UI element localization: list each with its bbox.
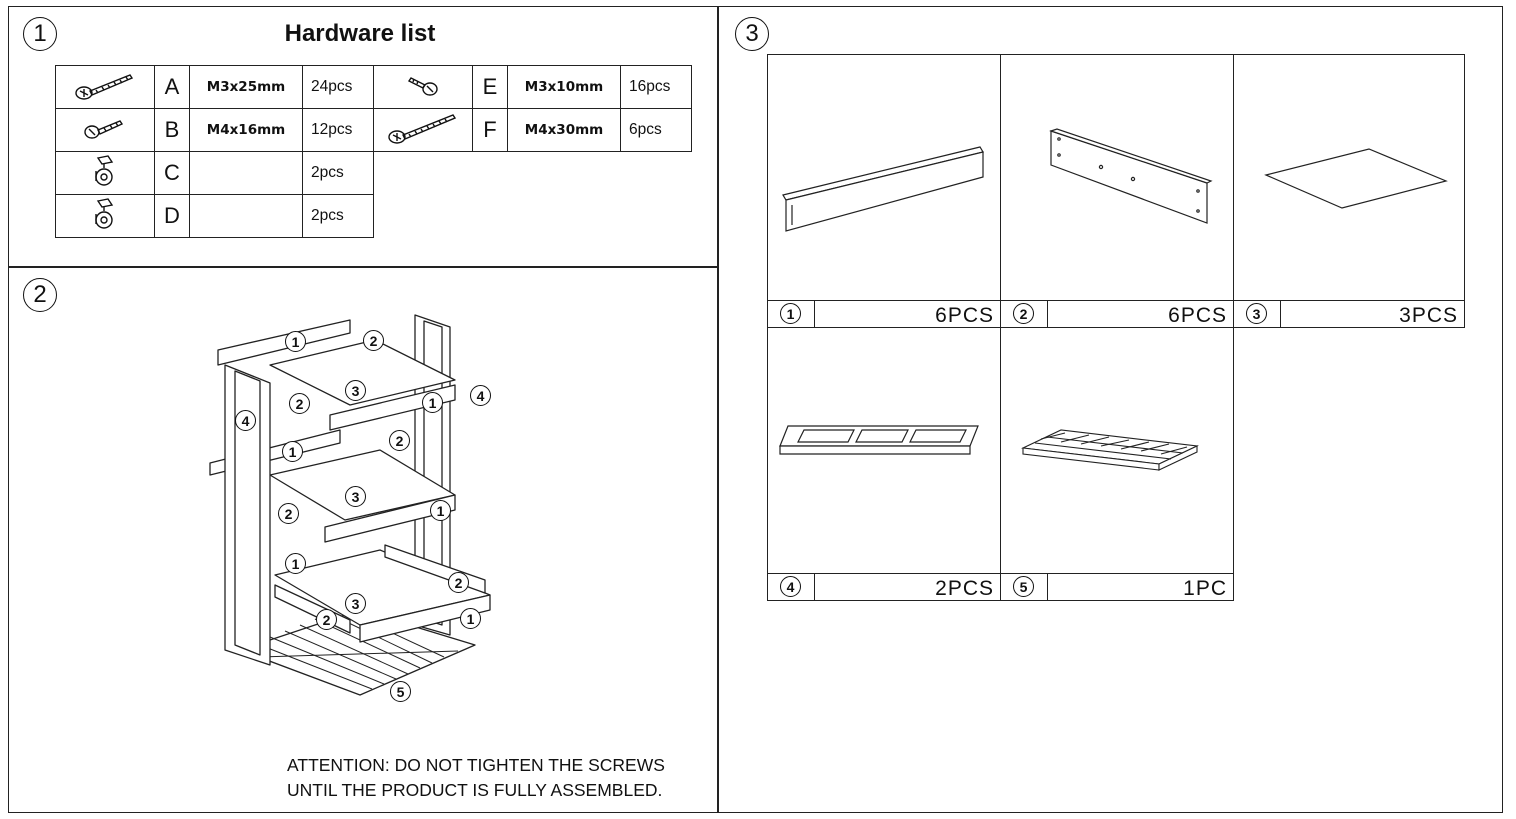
part-number: 5 (1013, 576, 1034, 597)
callout-5: 5 (390, 681, 411, 702)
hardware-letter: C (154, 151, 190, 195)
part-cell-5 (1000, 327, 1234, 574)
part-label-4: 4 2PCS (767, 573, 1001, 601)
table-row: A M3x25mm 24pcs E M3x10mm 16pcs (55, 65, 692, 109)
hardware-letter: B (154, 108, 190, 152)
callout-2: 2 (316, 609, 337, 630)
part-count: 6PCS (935, 304, 994, 327)
hardware-table: A M3x25mm 24pcs E M3x10mm 16pcs B M4x16m… (55, 65, 692, 238)
callout-1: 1 (422, 392, 443, 413)
part-count: 6PCS (1168, 304, 1227, 327)
hardware-qty: 2pcs (302, 151, 374, 195)
long-screw-icon (55, 65, 155, 109)
callout-2: 2 (289, 393, 310, 414)
hardware-qty: 24pcs (302, 65, 374, 109)
part-cell-1 (767, 54, 1001, 301)
part-count: 2PCS (935, 577, 994, 600)
hardware-size (189, 194, 303, 238)
attention-note: ATTENTION: DO NOT TIGHTEN THE SCREWS UNT… (287, 753, 665, 803)
hardware-qty: 16pcs (620, 65, 692, 109)
hardware-letter: D (154, 194, 190, 238)
part-count: 1PC (1183, 577, 1227, 600)
part-label-3: 3 3PCS (1233, 300, 1465, 328)
callout-2: 2 (448, 572, 469, 593)
hardware-size (189, 151, 303, 195)
hardware-qty: 6pcs (620, 108, 692, 152)
part-cell-2 (1000, 54, 1234, 301)
callout-3: 3 (345, 593, 366, 614)
side-rail-icon (782, 146, 984, 232)
attention-line-1: ATTENTION: DO NOT TIGHTEN THE SCREWS (287, 755, 665, 775)
callout-2: 2 (389, 430, 410, 451)
callout-4: 4 (470, 385, 491, 406)
slatted-base-icon (1021, 429, 1199, 471)
hardware-letter: F (472, 108, 508, 152)
short-screw-icon (55, 108, 155, 152)
caster-wheel-icon (55, 151, 155, 195)
callout-2: 2 (363, 330, 384, 351)
table-row: C 2pcs (55, 151, 692, 195)
callout-1: 1 (285, 553, 306, 574)
callout-1: 1 (282, 441, 303, 462)
side-frame-icon (779, 425, 979, 455)
table-row: D 2pcs (55, 194, 692, 238)
callout-1: 1 (285, 331, 306, 352)
hardware-letter: A (154, 65, 190, 109)
part-number: 1 (780, 303, 801, 324)
long-screw-icon (373, 108, 473, 152)
table-row: B M4x16mm 12pcs F M4x30mm 6pcs (55, 108, 692, 152)
part-number: 2 (1013, 303, 1034, 324)
callout-3: 3 (345, 380, 366, 401)
hardware-size: M4x16mm (189, 108, 303, 152)
hardware-qty: 12pcs (302, 108, 374, 152)
hardware-qty: 2pcs (302, 194, 374, 238)
part-number: 3 (1246, 303, 1267, 324)
hardware-size: M3x10mm (507, 65, 621, 109)
part-label-1: 1 6PCS (767, 300, 1001, 328)
attention-line-2: UNTIL THE PRODUCT IS FULLY ASSEMBLED. (287, 780, 663, 800)
hardware-letter: E (472, 65, 508, 109)
section-number-1: 1 (23, 17, 57, 51)
assembly-section (8, 266, 719, 813)
hardware-title: Hardware list (284, 20, 436, 47)
caster-wheel-icon (55, 194, 155, 238)
part-label-5: 5 1PC (1000, 573, 1234, 601)
part-cell-4 (767, 327, 1001, 574)
part-number: 4 (780, 576, 801, 597)
drilled-rail-icon (1049, 128, 1213, 224)
callout-2: 2 (278, 503, 299, 524)
hardware-size: M3x25mm (189, 65, 303, 109)
callout-1: 1 (430, 500, 451, 521)
part-cell-3 (1233, 54, 1465, 301)
section-number-3: 3 (735, 17, 769, 51)
callout-3: 3 (345, 486, 366, 507)
section-number-2: 2 (23, 278, 57, 312)
callout-4: 4 (235, 410, 256, 431)
hardware-size: M4x30mm (507, 108, 621, 152)
part-label-2: 2 6PCS (1000, 300, 1234, 328)
parts-section (717, 6, 1503, 813)
callout-1: 1 (460, 608, 481, 629)
shelf-panel-icon (1264, 148, 1448, 209)
tiny-screw-icon (373, 65, 473, 109)
hardware-section (8, 6, 719, 268)
part-count: 3PCS (1399, 304, 1458, 327)
